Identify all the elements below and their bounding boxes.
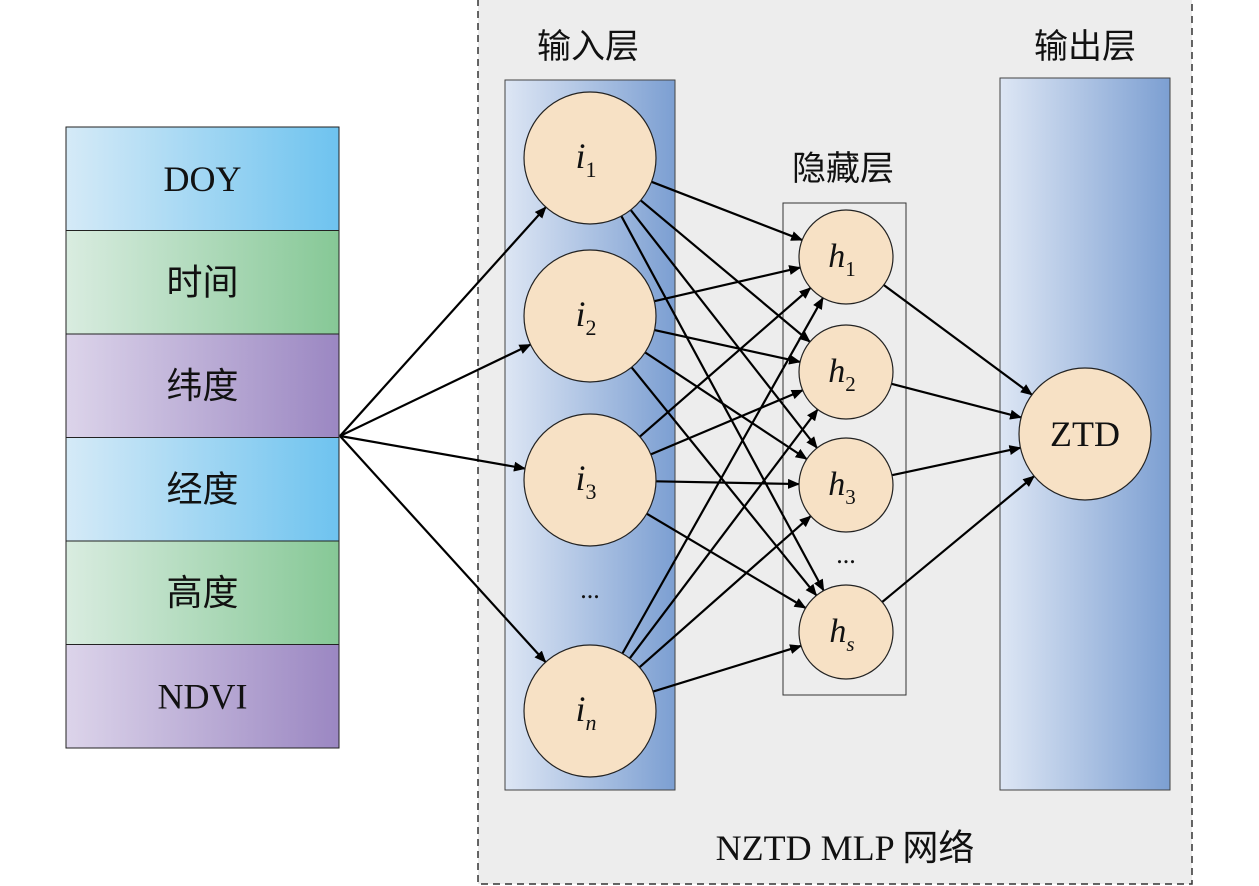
feature-label: 时间 [166,262,238,303]
connection-arrow [651,180,804,242]
feature-label: DOY [164,159,242,199]
connection-arrow [650,389,804,456]
input-node-label: in [575,689,596,735]
connection-arrow [630,366,818,597]
connection-arrow [638,515,812,669]
input-node-label: i1 [575,136,596,182]
input-node: i3 [523,413,657,547]
output-node-label: ZTD [1050,414,1120,454]
hidden-node-circle [798,324,894,420]
feature-box: 时间 [65,230,340,335]
connection-arrow [339,206,547,437]
feature-box-bg [65,126,340,231]
output-node: ZTD [1018,367,1152,501]
input-node-label: i2 [575,294,596,340]
connection-arrow [654,265,802,303]
feature-box: NDVI [65,644,340,749]
hidden-node-label: h1 [828,238,856,281]
connection-arrow [629,209,818,449]
connection-arrow [646,512,807,609]
input-node-circle [523,413,657,547]
network-title: NZTD MLP 网络 [716,828,975,868]
connection-arrow [655,478,801,489]
feature-box-bg [65,333,340,438]
feature-box-bg [65,230,340,335]
connection-arrow [639,287,812,438]
input-node: i2 [523,249,657,383]
hidden-node: h3 [798,437,894,533]
connection-arrow [339,434,526,472]
hidden-node-circle [798,437,894,533]
connection-arrow [891,382,1023,420]
feature-label: 经度 [166,469,238,510]
hidden-node-label: hs [829,613,854,656]
connection-arrow [883,284,1033,396]
connection-arrow [652,644,803,693]
feature-box-bg [65,437,340,542]
input-layer-title: 输入层 [537,27,639,67]
feature-box: 高度 [65,540,340,645]
hidden-ellipsis: ... [836,540,856,569]
input-node: i1 [523,91,657,225]
connection-arrow [339,435,547,663]
input-node-circle [523,644,657,778]
hidden-layer-title: 隐藏层 [792,149,894,189]
connection-arrow [621,297,824,655]
input-node-label: i3 [575,458,596,504]
hidden-node-circle [798,584,894,680]
feature-box-bg [65,540,340,645]
hidden-node: h2 [798,324,894,420]
feature-box-bg [65,644,340,749]
nodes: i1 i2 i3 in h1 h2 h3 hs ZTD [523,91,1152,778]
hidden-node: h1 [798,209,894,305]
connections [339,180,1035,693]
connection-arrow [628,408,819,659]
hidden-node: hs [798,584,894,680]
input-node: in [523,644,657,778]
connection-arrow [639,199,811,343]
input-node-circle [523,249,657,383]
feature-box: 经度 [65,437,340,542]
connection-arrow [881,475,1035,603]
connection-arrow [654,329,802,365]
input-ellipsis: ... [580,575,600,604]
feature-label: 高度 [166,573,238,614]
connection-arrow [644,351,808,461]
connection-arrow [339,343,532,437]
connection-arrow [891,445,1022,477]
feature-box: 纬度 [65,333,340,438]
output-layer-title: 输出层 [1034,27,1136,67]
feature-label: NDVI [158,676,248,716]
hidden-node-label: h2 [828,353,856,396]
feature-label: 纬度 [166,366,238,407]
hidden-node-circle [798,209,894,305]
input-node-circle [523,91,657,225]
hidden-node-label: h3 [828,466,856,509]
feature-box: DOY [65,126,340,231]
output-node-circle [1018,367,1152,501]
